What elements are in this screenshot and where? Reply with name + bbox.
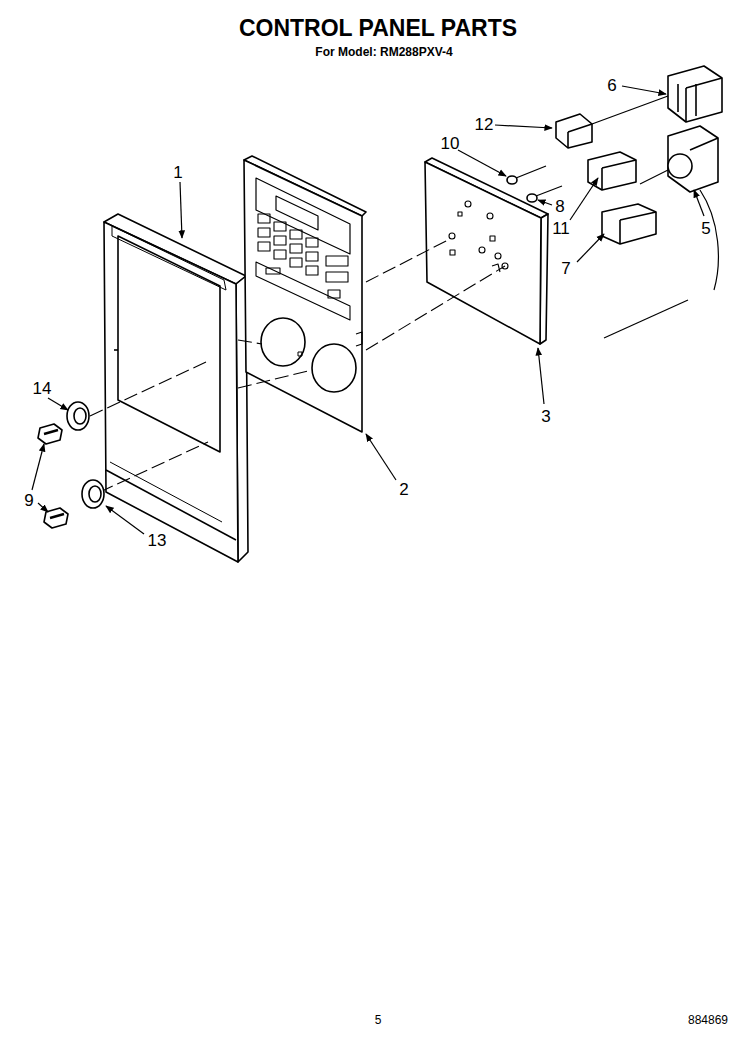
callout-number: 9 [24,492,33,509]
panel-part [244,156,366,432]
callout-number: 10 [441,135,460,152]
callout-number: 8 [555,198,564,215]
document-number: 884869 [688,1014,728,1026]
callout-number: 12 [475,116,494,133]
component-part [507,66,722,244]
diagram-title: CONTROL PANEL PARTS [239,17,517,40]
model-number: For Model: RM288PXV-4 [315,46,452,58]
wire [516,96,718,338]
knob-part [38,402,104,528]
callout-number: 7 [561,260,570,277]
callout-number: 13 [148,532,167,549]
frame-part [104,214,248,562]
callout-number: 11 [552,220,570,237]
page-number: 5 [375,1014,382,1026]
callout-number: 3 [541,408,550,425]
callout-number: 1 [173,164,182,181]
assembly-line [90,240,505,492]
callout-number: 2 [399,481,408,498]
callout-number: 6 [607,77,616,94]
leader-line [32,86,704,534]
callout-number: 14 [33,380,52,397]
callout-number: 5 [701,220,710,237]
board-part [425,158,548,344]
